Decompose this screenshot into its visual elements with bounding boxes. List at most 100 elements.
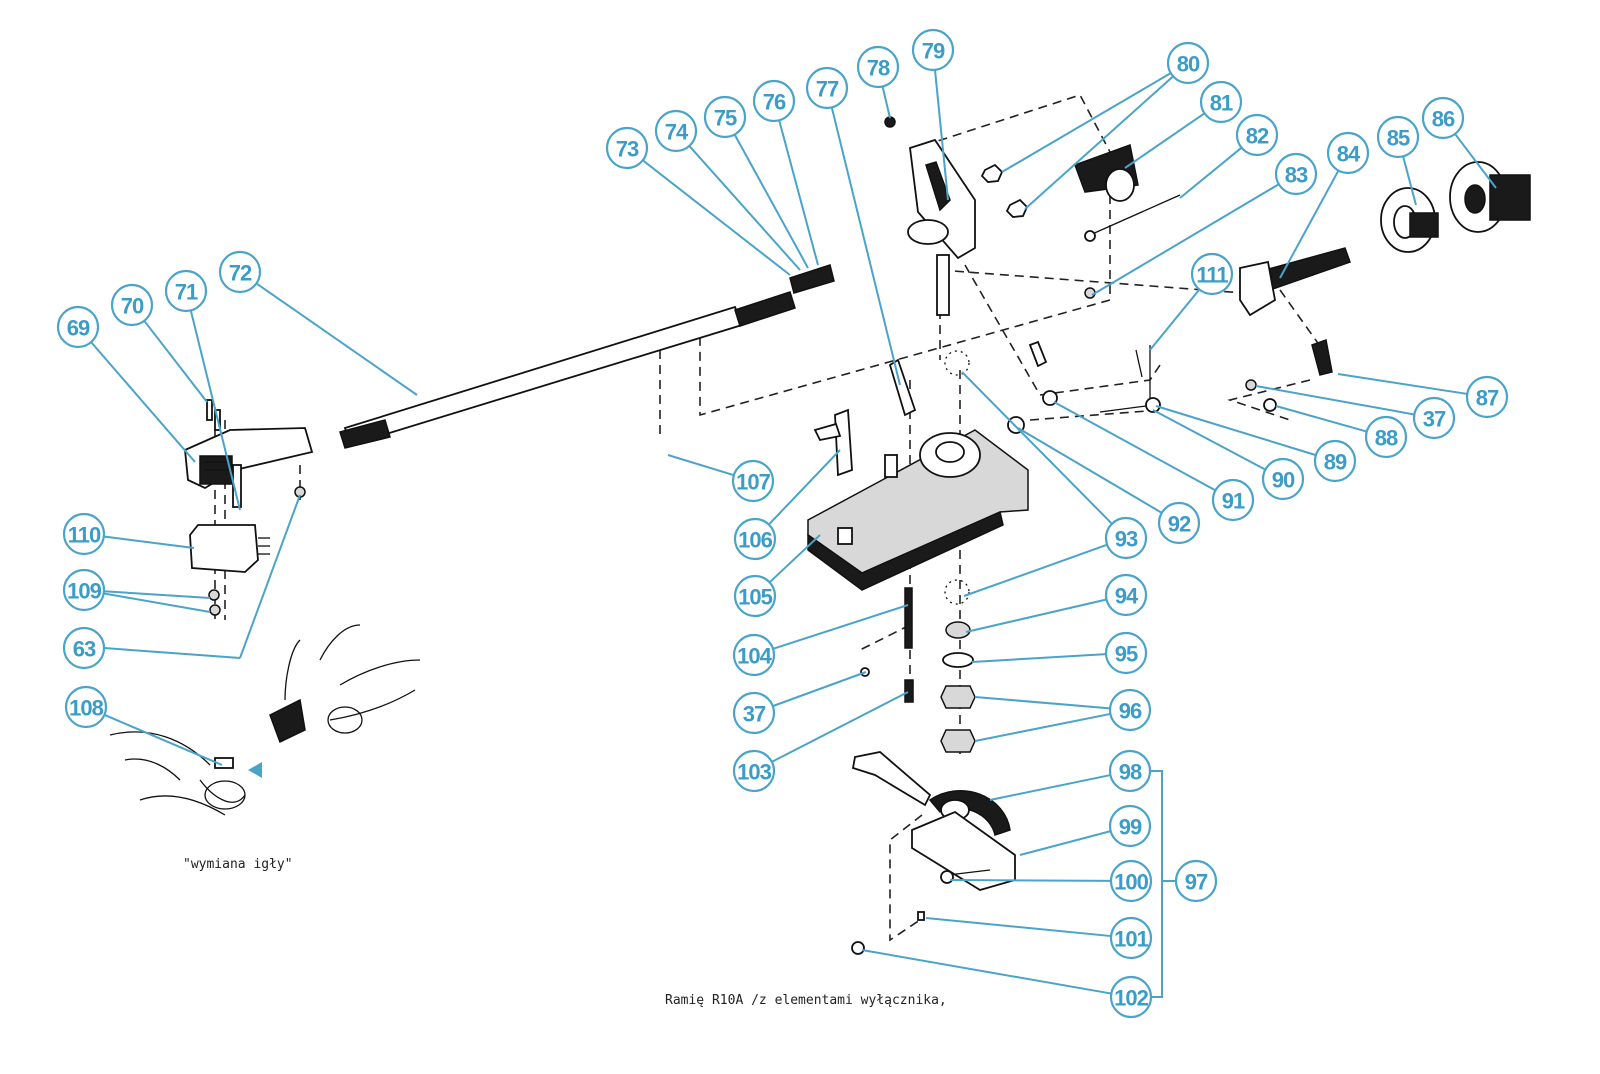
callout-97: 97	[1174, 859, 1218, 903]
callout-86: 86	[1421, 96, 1465, 140]
leader-line-105	[768, 534, 821, 584]
callout-circle	[1109, 975, 1153, 1019]
callout-circle	[703, 95, 747, 139]
headshell	[184, 399, 314, 508]
callout-number: 107	[736, 470, 770, 495]
callout-circle	[1108, 688, 1152, 732]
leader-line-87	[1337, 373, 1468, 395]
callout-number: 94	[1115, 584, 1139, 609]
leader-line-63	[103, 647, 241, 659]
callout-circle	[1465, 375, 1509, 419]
callout-circle	[856, 45, 900, 89]
callout-number: 72	[229, 261, 252, 286]
pivot-block	[884, 116, 1029, 316]
counterweights	[1380, 161, 1531, 253]
callout-number: 89	[1324, 450, 1347, 475]
leader-line-74	[688, 145, 801, 271]
callout-circle	[1211, 478, 1255, 522]
leader-line-83	[1091, 183, 1280, 296]
lift-mechanism	[1007, 340, 1161, 434]
callout-71: 71	[164, 269, 208, 313]
callout-80: 80	[1166, 41, 1210, 85]
leader-line-81	[1124, 112, 1206, 169]
leader-line-70	[143, 320, 208, 403]
leader-line-109	[103, 590, 211, 599]
callout-circle	[1108, 804, 1152, 848]
callout-number: 105	[738, 585, 772, 610]
leader-line-93	[963, 543, 1108, 597]
callout-number: 69	[67, 316, 90, 341]
callout-circle	[1109, 859, 1153, 903]
callout-number: 96	[1119, 699, 1142, 724]
arm-base	[807, 429, 1029, 591]
callout-circle	[1109, 916, 1153, 960]
callout-number: 99	[1119, 815, 1142, 840]
callout-88: 88	[1364, 415, 1408, 459]
leader-line-111	[1149, 288, 1201, 351]
callout-circle	[752, 79, 796, 123]
callout-98: 98	[1108, 749, 1152, 793]
callout-circle	[1199, 80, 1243, 124]
leader-line-79	[933, 69, 949, 201]
callout-circle	[1261, 457, 1305, 501]
callout-37a: 37	[1412, 396, 1456, 440]
leader-line-110	[103, 535, 195, 549]
callout-labels: 6369707172737475767778798081828384858687…	[56, 28, 1509, 1019]
leader-line-98	[989, 774, 1111, 801]
needle-change-illustration	[109, 624, 421, 816]
leader-line-96	[974, 696, 1111, 710]
callout-number: 75	[714, 106, 737, 131]
leader-line-100	[949, 879, 1112, 882]
callout-94: 94	[1104, 573, 1148, 617]
callout-95: 95	[1104, 631, 1148, 675]
callout-number: 102	[1114, 986, 1148, 1011]
callout-105: 105	[733, 574, 777, 618]
callout-89: 89	[1313, 439, 1357, 483]
leader-line-94	[965, 598, 1107, 633]
leader-line-106	[768, 449, 841, 526]
leader-line-95	[971, 653, 1107, 663]
leader-line-92	[1017, 427, 1163, 514]
callout-70: 70	[110, 283, 154, 327]
callout-110: 110	[62, 512, 106, 556]
leader-line-73	[642, 159, 791, 276]
leader-line-102	[861, 949, 1112, 995]
callout-circle	[1412, 396, 1456, 440]
callout-number: 108	[69, 696, 103, 721]
callout-circle	[1376, 115, 1420, 159]
callout-77: 77	[805, 66, 849, 110]
callout-number: 110	[68, 523, 101, 548]
leader-line-107	[667, 454, 735, 477]
callout-number: 77	[816, 77, 839, 102]
leader-line-71	[189, 310, 241, 511]
callout-number: 98	[1119, 760, 1142, 785]
arm-lift-levers	[813, 358, 917, 477]
callout-number: 88	[1375, 426, 1398, 451]
callout-circle	[1274, 152, 1318, 196]
leader-line-82	[1179, 146, 1243, 199]
leader-line-69	[90, 341, 196, 463]
shutoff-switch-assembly	[851, 751, 1016, 955]
callout-109: 109	[62, 568, 106, 612]
callout-circle	[1166, 41, 1210, 85]
callout-circle	[110, 283, 154, 327]
callout-99: 99	[1108, 804, 1152, 848]
callout-number: 97	[1185, 870, 1208, 895]
callout-number: 87	[1476, 386, 1499, 411]
callout-82: 82	[1235, 113, 1279, 157]
callout-circle	[1174, 859, 1218, 903]
leader-line-103	[771, 691, 909, 763]
callout-79: 79	[911, 28, 955, 72]
callout-37b: 37	[732, 691, 776, 735]
callout-number: 37	[1423, 407, 1446, 432]
callout-circle	[1326, 131, 1370, 175]
callout-number: 111	[1196, 263, 1228, 288]
bracket-line	[1151, 770, 1163, 998]
callout-81: 81	[1199, 80, 1243, 124]
leader-line-80	[1024, 75, 1174, 210]
callout-circle	[218, 250, 262, 294]
callout-90: 90	[1261, 457, 1305, 501]
callout-number: 85	[1387, 126, 1410, 151]
leader-line-99	[1019, 830, 1111, 856]
